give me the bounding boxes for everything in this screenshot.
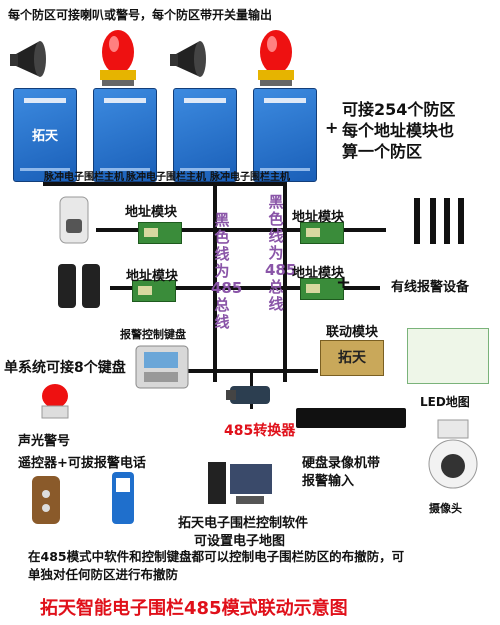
- phone-icon: [112, 472, 134, 524]
- bus-vertical-right: [283, 182, 287, 382]
- bus-horizontal-top: [43, 182, 283, 186]
- horn-speaker-icon-1: [10, 41, 46, 77]
- host-label-2: 脉冲电子围栏主机: [126, 172, 206, 183]
- wired-alarm-label: 有线报警设备: [391, 280, 470, 295]
- siren-label: 声光警号: [18, 434, 71, 449]
- dvr-label-line1: 硬盘录像机带: [302, 456, 381, 471]
- siren-icon: [41, 384, 69, 419]
- linkage-brand: 拓天: [338, 350, 366, 366]
- fence-host-2: [93, 88, 157, 182]
- beam-sensors-icon: [414, 198, 464, 244]
- beam-detector-icon: [58, 264, 100, 308]
- wired-alarm-label-1: 有线报警设备: [391, 276, 469, 295]
- diagram-title: 拓天智能电子围栏485模式联动示意图: [40, 598, 348, 619]
- address-module-label-3: 地址模块: [126, 269, 179, 284]
- remote-control-icon: [32, 476, 60, 524]
- ptz-camera-icon: [428, 419, 478, 489]
- led-map-label: LED地图: [420, 395, 470, 409]
- footer-note-line2: 单独对任何防区进行布撤防: [28, 567, 179, 582]
- bus-row-1: [96, 228, 386, 232]
- top-note: 每个防区可接喇叭或警号，每个防区带开关量输出: [8, 8, 273, 22]
- alarm-devices-row: [10, 30, 294, 86]
- converter-icon: [226, 386, 270, 404]
- software-label-line1: 拓天电子围栏控制软件: [178, 516, 309, 531]
- fence-host-3: [173, 88, 237, 182]
- alarm-lamp-icon-2: [258, 30, 294, 86]
- fence-host-4: [253, 88, 317, 182]
- address-module-label-1: 地址模块: [125, 205, 178, 220]
- computer-icon: [208, 462, 272, 504]
- plus-sign: +: [336, 272, 352, 293]
- dvr-device: [296, 408, 406, 428]
- zones-note-line1: 可接254个防区: [342, 100, 456, 119]
- software-label-line2: 可设置电子地图: [194, 534, 286, 549]
- alarm-lamp-icon-1: [100, 30, 136, 86]
- bus-vertical-main: [213, 182, 217, 382]
- footer-note-line1: 在485模式中软件和控制键盘都可以控制电子围栏防区的布撤防，可: [28, 549, 405, 564]
- remote-label: 遥控器+可拔报警电话: [18, 456, 146, 471]
- address-module-1: [138, 222, 182, 244]
- address-module-3: [132, 280, 176, 302]
- bus-caption-left: 黑色线为485总线: [211, 211, 243, 331]
- keyboard-note: 单系统可接8个键盘: [4, 360, 126, 376]
- horn-speaker-icon-2: [170, 41, 206, 77]
- keyboard-label: 报警控制键盘: [120, 328, 186, 341]
- led-map-panel: [407, 328, 489, 384]
- host-label-1: 脉冲电子围栏主机: [44, 172, 124, 183]
- bus-row-3: [188, 369, 318, 373]
- linkage-module-label: 联动模块: [326, 325, 379, 340]
- fence-host-1: 拓天: [13, 88, 77, 182]
- bus-row-2: [110, 286, 380, 290]
- zones-note-line3: 算一个防区: [342, 142, 423, 161]
- zones-note-line2: 每个地址模块也: [342, 121, 455, 140]
- linkage-module-box: 拓天: [320, 340, 384, 376]
- host-brand: 拓天: [31, 129, 58, 144]
- address-module-2: [300, 222, 344, 244]
- camera-label: 摄像头: [429, 502, 462, 515]
- converter-label: 485转换器: [224, 423, 296, 439]
- address-module-label-2: 地址模块: [292, 210, 345, 225]
- address-module-4: [300, 278, 344, 300]
- alarm-keyboard-icon: [135, 345, 189, 389]
- pir-detector-icon: [59, 196, 89, 244]
- zones-plus: +: [325, 118, 339, 137]
- bus-caption-right: 黑色线为485总线: [265, 193, 297, 313]
- host-label-3: 脉冲电子围栏主机: [210, 172, 290, 183]
- address-module-label-4: 地址模块: [292, 266, 345, 281]
- dvr-label-line2: 报警输入: [302, 474, 355, 489]
